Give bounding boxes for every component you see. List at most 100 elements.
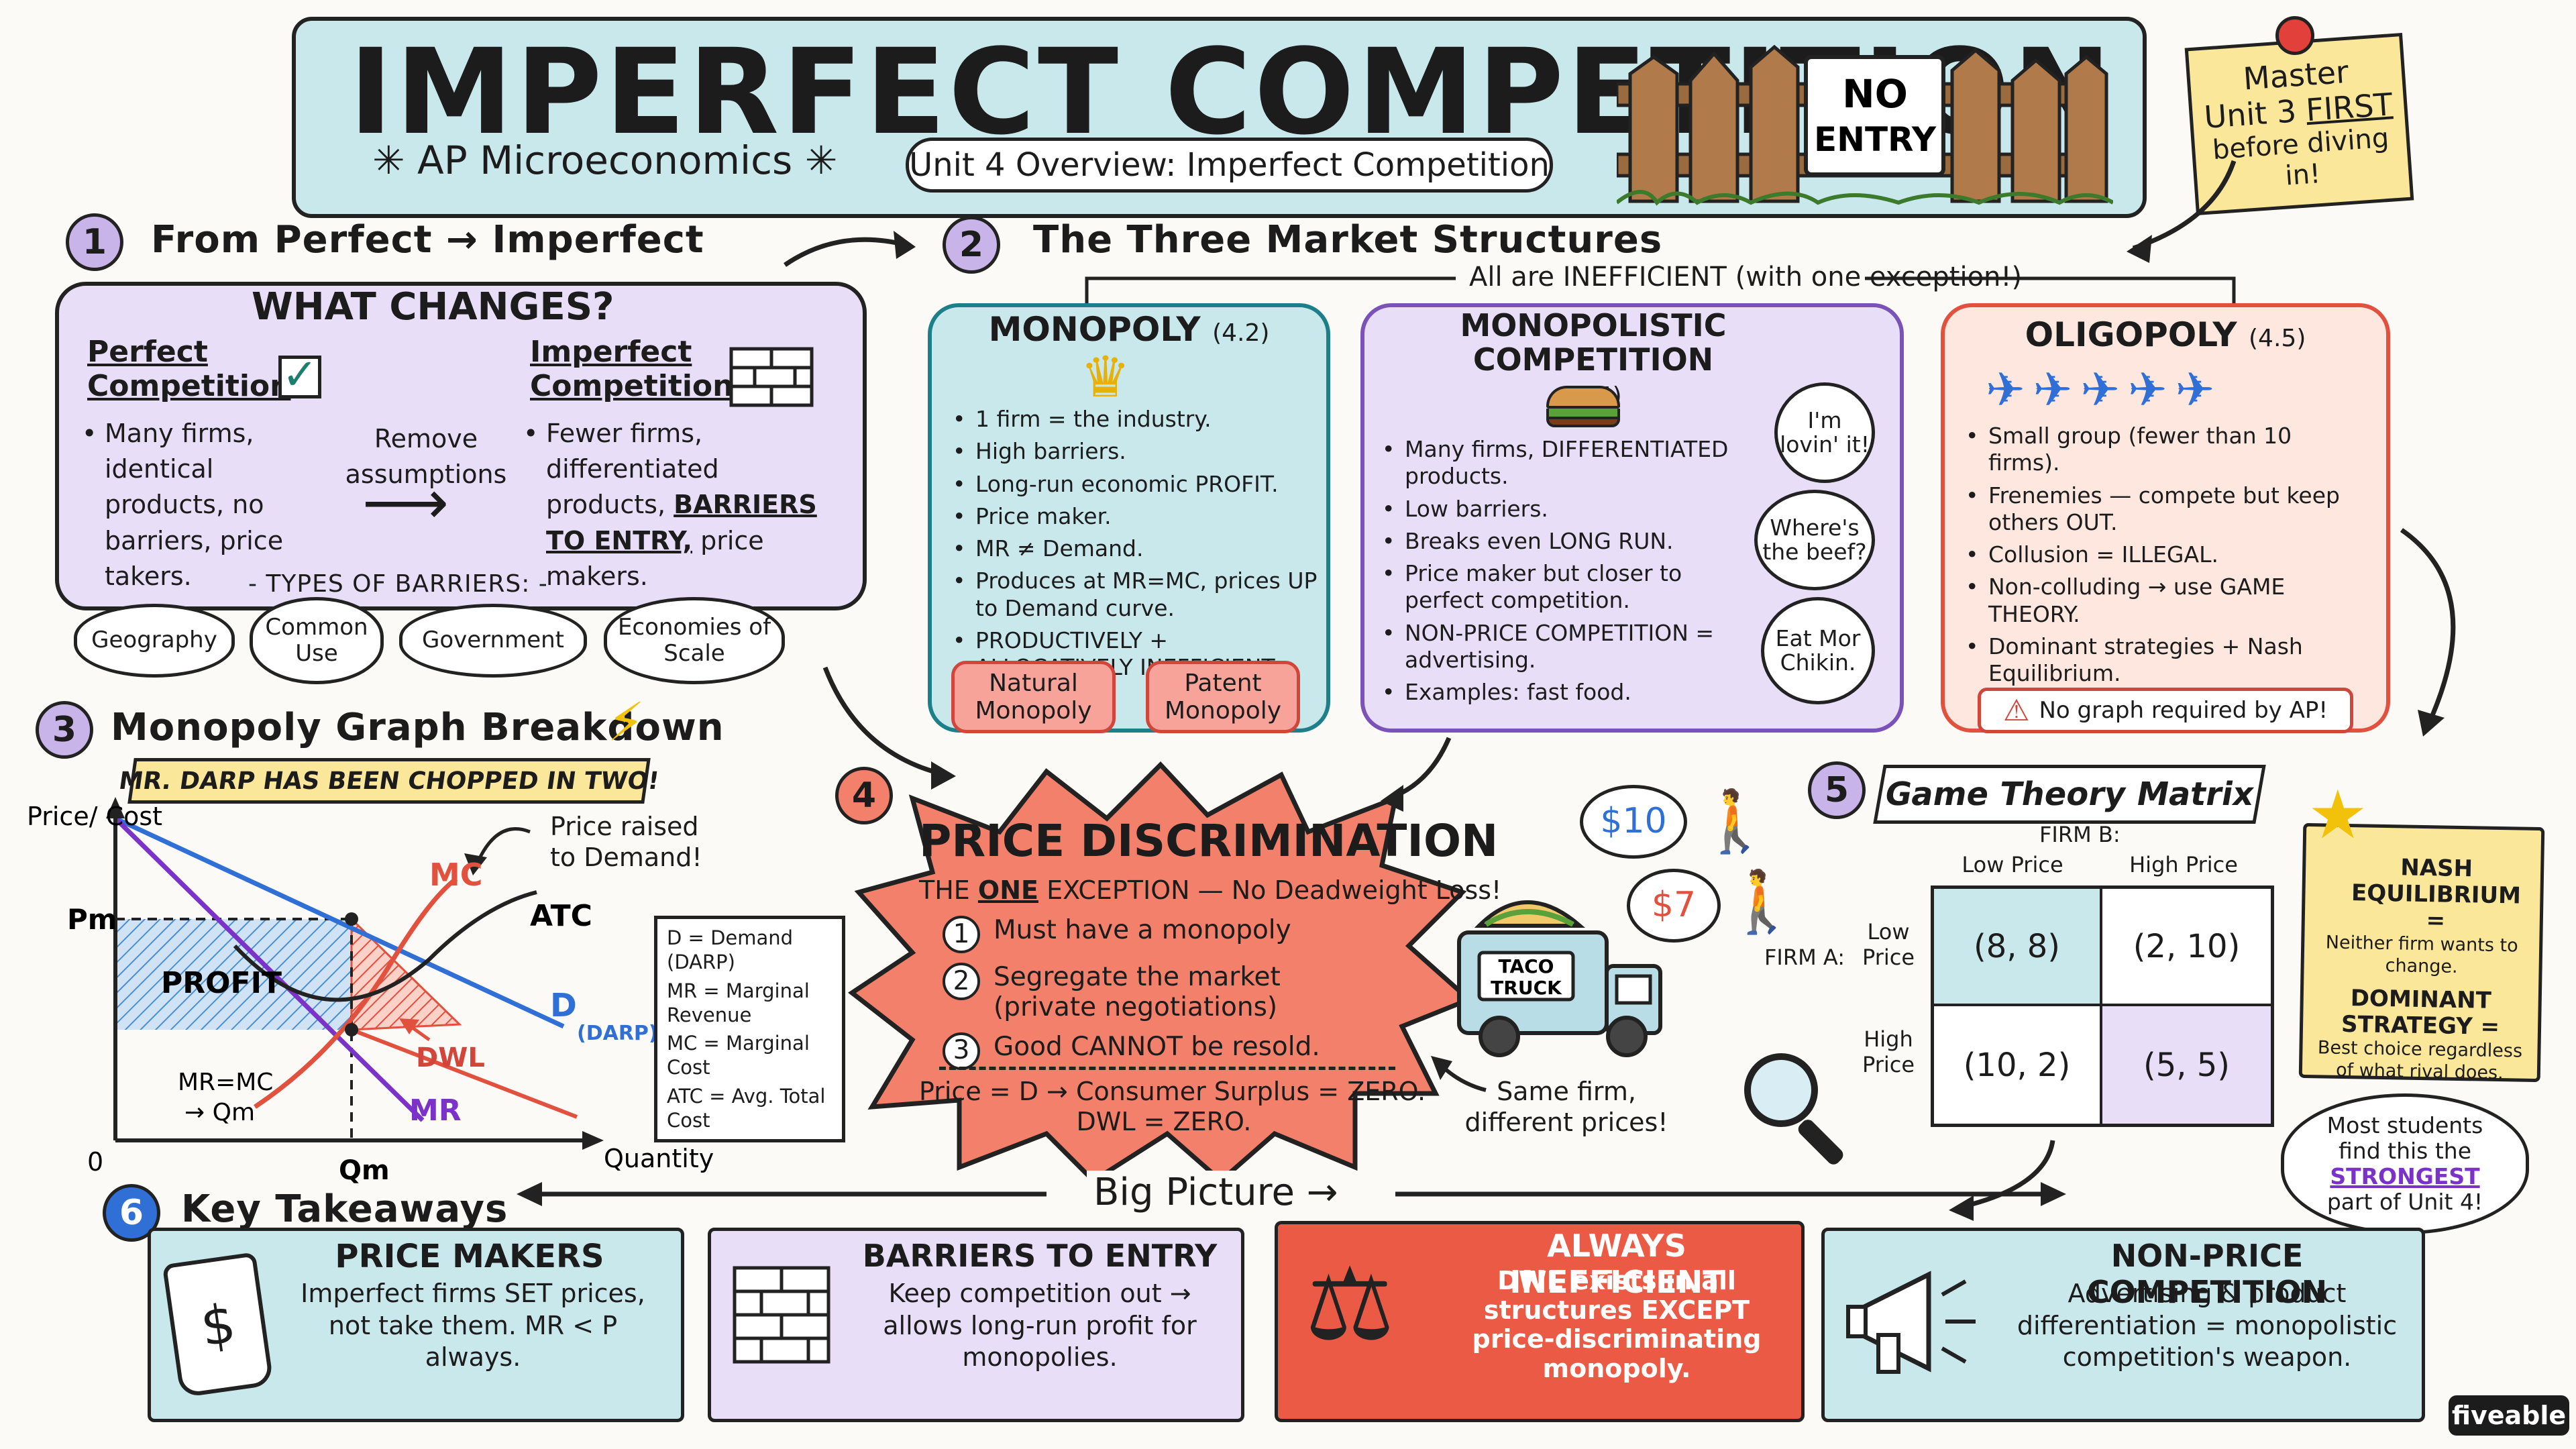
payoff-cell: (10, 2) xyxy=(1934,1006,2102,1124)
monopoly-graph: Price/ Cost Quantity 0 Pm Qm MC ATC D (D… xyxy=(27,797,714,1186)
arrow-to-price-disc xyxy=(822,666,956,790)
imperfect-list: Fewer firms, differentiated products, BA… xyxy=(517,416,825,600)
bracket-all-inefficient xyxy=(1085,276,2236,309)
slogan-bubble: I'm lovin' it! xyxy=(1774,382,1875,483)
big-picture-arrows xyxy=(517,1182,2066,1206)
barrier-geography: Geography xyxy=(74,604,235,678)
firm-b-label: FIRM B: xyxy=(2039,822,2121,847)
monopolistic-item: NON-PRICE COMPETITION = advertising. xyxy=(1375,620,1751,674)
monopolistic-title: MONOPOLISTIC COMPETITION (4.4) xyxy=(1460,307,1727,410)
monopoly-item: High barriers. xyxy=(946,438,1322,466)
monopoly-item: Produces at MR=MC, prices UP to Demand c… xyxy=(946,568,1322,622)
profit-area xyxy=(115,919,352,1030)
sparkle-icon: ✳ xyxy=(792,138,838,183)
monopoly-title: MONOPOLY (4.2) xyxy=(988,310,1270,349)
raised-arrow xyxy=(474,827,531,866)
price-disc-divider xyxy=(939,1067,1395,1070)
monopoly-item: MR ≠ Demand. xyxy=(946,535,1322,563)
no-graph-warning: ⚠No graph required by AP! xyxy=(1978,688,2353,733)
same-firm-caption: Same firm, different prices! xyxy=(1464,1077,1668,1137)
monopolistic-item: Examples: fast food. xyxy=(1375,679,1751,706)
darp-label: (DARP) xyxy=(577,1022,658,1045)
sign-line2: ENTRY xyxy=(1814,120,1937,159)
demand-curve xyxy=(114,816,565,1029)
monopolistic-item: Breaks even LONG RUN. xyxy=(1375,528,1751,555)
pushpin-icon xyxy=(2275,16,2314,55)
fiveable-logo: fiveable xyxy=(2449,1395,2569,1436)
y-axis-label: Price/ Cost xyxy=(27,802,162,831)
nash-title: NASH EQUILIBRIUM = xyxy=(2351,854,2522,934)
perfect-text: Many firms, identical products, no barri… xyxy=(75,416,330,594)
burger-icon xyxy=(1546,386,1620,433)
arrow-oligopoly-to-game xyxy=(2400,528,2456,737)
profit-label: PROFIT xyxy=(161,966,282,1000)
brick-wall-icon xyxy=(729,347,814,407)
airplane-icon: ✈ xyxy=(2175,362,2223,417)
imperfect-title: Imperfect Competition xyxy=(530,335,734,403)
truck-sign-line2: TRUCK xyxy=(1491,977,1562,999)
oligopoly-item: Non-colluding → use GAME THEORY. xyxy=(1959,574,2368,628)
section4-number: 4 xyxy=(835,767,893,824)
star-icon: ★ xyxy=(2308,775,2368,854)
warning-icon: ⚠ xyxy=(2003,693,2030,728)
oligopoly-item: Frenemies — compete but keep others OUT. xyxy=(1959,482,2368,537)
monopolistic-item: Price maker but closer to perfect compet… xyxy=(1375,560,1751,614)
fence-illustration: NO ENTRY xyxy=(1617,44,2113,206)
section3-title: Monopoly Graph Breakdown xyxy=(111,706,724,749)
all-inefficient-note: All are INEFFICIENT (with one exception!… xyxy=(1469,262,2023,292)
row-header-high: High Price xyxy=(1862,1026,1915,1078)
mc-curve-lower xyxy=(350,1028,578,1119)
truck-sign-line1: TACO xyxy=(1499,955,1554,977)
mr-curve xyxy=(113,816,425,1122)
takeaway-text: Imperfect firms SET prices, not take the… xyxy=(301,1279,645,1372)
section1-number: 1 xyxy=(66,213,123,271)
monopolistic-item: Low barriers. xyxy=(1375,496,1751,523)
checkbox-icon: ✓ xyxy=(278,354,321,398)
sparkle-icon: ✳ xyxy=(372,138,418,183)
x-axis-arrowhead xyxy=(582,1131,604,1150)
y-axis-arrowhead xyxy=(106,797,125,818)
price-disc-title: PRICE DISCRIMINATION xyxy=(919,815,1499,867)
airplane-icon: ✈ xyxy=(2033,362,2081,417)
section6-title: Key Takeaways xyxy=(181,1187,508,1231)
megaphone-icon xyxy=(1846,1271,1976,1374)
row-header-low: Low Price xyxy=(1862,919,1915,971)
legend-item: MR = Marginal Revenue xyxy=(667,979,810,1026)
section1-title: From Perfect → Imperfect xyxy=(151,218,704,262)
airplane-icon: ✈ xyxy=(1986,362,2033,417)
magnifier-icon xyxy=(1744,1053,1851,1167)
legend-item: ATC = Avg. Total Cost xyxy=(667,1084,826,1132)
oligopoly-title: OLIGOPOLY (4.5) xyxy=(2025,315,2306,354)
what-changes-title: WHAT CHANGES? xyxy=(252,285,614,329)
brick-wall-icon xyxy=(733,1266,830,1364)
subtitle-text: AP Microeconomics xyxy=(417,138,793,183)
remove-arrow-icon: ⟶ xyxy=(362,468,449,538)
price-disc-footer2: DWL = ZERO. xyxy=(1076,1107,1252,1136)
section6-number: 6 xyxy=(103,1184,160,1242)
step-circle: 2 xyxy=(943,963,980,1000)
crown-icon: ♛ xyxy=(1080,344,1131,410)
firm-a-label: FIRM A: xyxy=(1764,945,1845,970)
sign-line1: NO xyxy=(1842,71,1908,117)
takeaway-title: NON-PRICE COMPETITION xyxy=(2086,1238,2328,1310)
takeaway-inefficient xyxy=(1275,1221,1805,1422)
payoff-matrix: (8, 8) (2, 10) (10, 2) (5, 5) xyxy=(1931,885,2274,1127)
perfect-title: Perfect Competition xyxy=(87,335,291,403)
barrier-government: Government xyxy=(399,604,587,678)
price-bubble-7: $7 xyxy=(1627,869,1721,943)
imperfect-text: Fewer firms, differentiated products, BA… xyxy=(517,416,825,594)
atc-label: ATC xyxy=(530,899,592,933)
graph-legend: D = Demand (DARP) MR = Marginal Revenue … xyxy=(654,916,845,1142)
arrow-from-note xyxy=(2127,160,2237,263)
dominant-text: Best choice regardless of what rival doe… xyxy=(2317,1037,2523,1083)
mr-mc-point xyxy=(345,1023,358,1036)
price-disc-starburst xyxy=(848,761,1474,1184)
section3-number: 3 xyxy=(36,701,93,759)
section2-title: The Three Market Structures xyxy=(1033,218,1663,262)
oligopoly-item: Small group (fewer than 10 firms). xyxy=(1959,423,2368,477)
monopoly-list: 1 firm = the industry. High barriers. Lo… xyxy=(946,406,1322,686)
arrow-caption-to-truck xyxy=(1431,1056,1487,1092)
barrier-economies: Economies of Scale xyxy=(604,597,785,684)
